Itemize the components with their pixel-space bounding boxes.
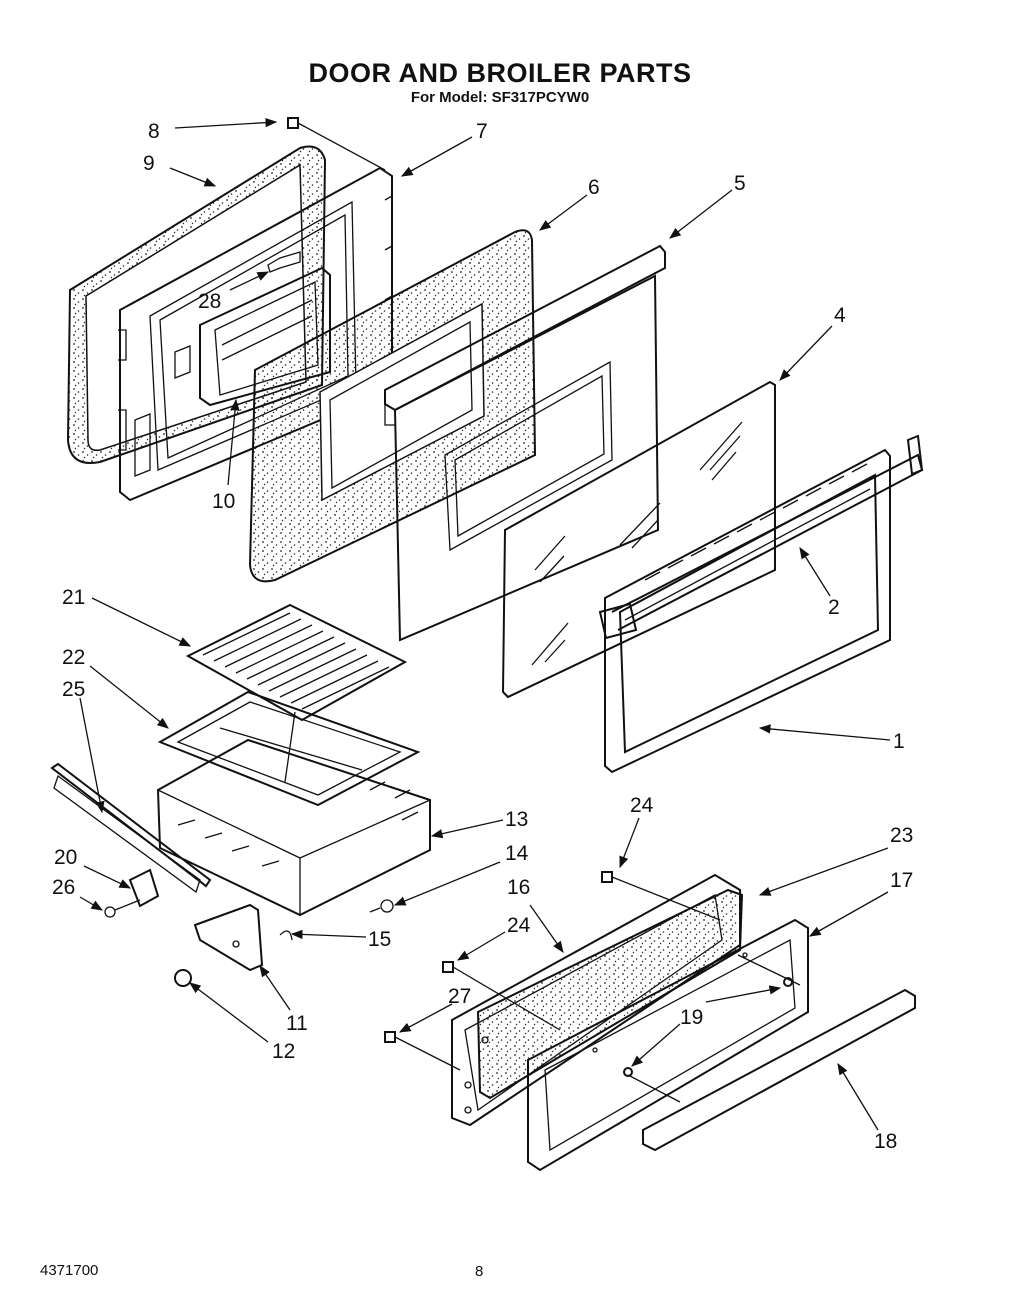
callout-2: 2 xyxy=(828,596,840,619)
drawer-trim-part xyxy=(642,988,916,1152)
page-number: 8 xyxy=(475,1263,484,1280)
callout-18: 18 xyxy=(874,1130,897,1153)
drawer-insulation-part xyxy=(476,888,744,1100)
callout-7: 7 xyxy=(476,120,488,143)
document-number: 4371700 xyxy=(40,1262,99,1279)
callout-25: 25 xyxy=(62,678,85,701)
callout-24-top: 24 xyxy=(630,794,654,817)
callout-13: 13 xyxy=(505,808,528,831)
page-title: DOOR AND BROILER PARTS xyxy=(308,58,692,88)
door-outer-frame-part xyxy=(598,434,924,774)
callout-28: 28 xyxy=(198,290,221,313)
callout-17: 17 xyxy=(890,869,913,892)
broiler-grid-part xyxy=(185,603,408,722)
callout-26: 26 xyxy=(52,876,75,899)
screws-part xyxy=(287,117,801,1103)
callout-leaders xyxy=(79,117,891,1131)
callout-16: 16 xyxy=(507,876,530,899)
door-glass-part xyxy=(501,380,776,699)
callout-21: 21 xyxy=(62,586,85,609)
callout-11: 11 xyxy=(286,1012,308,1035)
callout-27: 27 xyxy=(448,985,471,1008)
callout-14: 14 xyxy=(505,842,529,865)
callout-10: 10 xyxy=(212,490,235,513)
door-insulation-part xyxy=(248,229,537,583)
callout-23: 23 xyxy=(890,824,913,847)
callout-8: 8 xyxy=(148,120,160,143)
door-frame-part xyxy=(384,244,666,642)
model-subtitle: For Model: SF317PCYW0 xyxy=(410,89,590,106)
drawer-front-part xyxy=(527,918,809,1172)
callout-24-bottom: 24 xyxy=(507,914,531,937)
callout-4: 4 xyxy=(834,304,846,327)
callout-12: 12 xyxy=(272,1040,295,1063)
callout-22: 22 xyxy=(62,646,85,669)
callout-9: 9 xyxy=(143,152,155,175)
callout-6: 6 xyxy=(588,176,600,199)
callout-1: 1 xyxy=(893,730,905,753)
callout-20: 20 xyxy=(54,846,77,869)
callout-15: 15 xyxy=(368,928,391,951)
callout-19: 19 xyxy=(680,1006,703,1029)
broiler-pan-part xyxy=(156,738,431,917)
callout-5: 5 xyxy=(734,172,746,195)
broiler-pan-insert-part xyxy=(157,690,421,807)
broiler-side-panel-part xyxy=(50,762,212,918)
broiler-bracket-part xyxy=(174,899,394,987)
callout-labels: 1 2 4 5 6 7 8 9 10 11 12 13 14 15 16 17 … xyxy=(52,120,913,1153)
